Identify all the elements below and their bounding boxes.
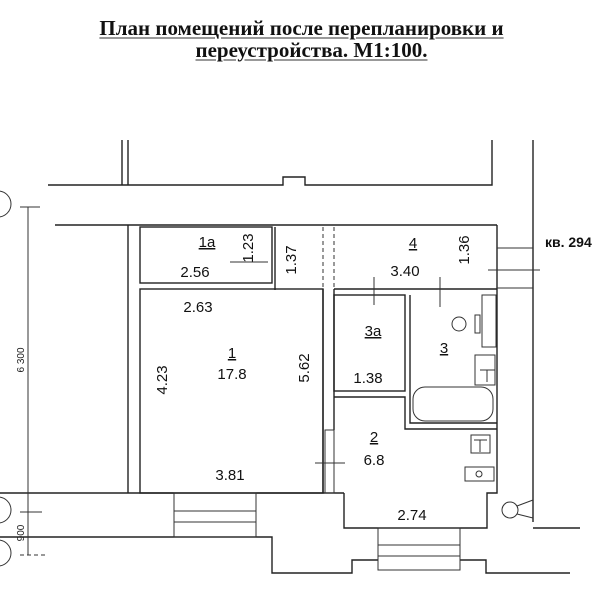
- room-3a-area: 1.38: [353, 370, 382, 387]
- room-3a-number: 3а: [365, 323, 382, 340]
- door: [324, 429, 335, 494]
- room-4-number: 4: [409, 235, 417, 252]
- room-1a-number: 1а: [199, 234, 216, 251]
- toilet-icon: [451, 316, 467, 332]
- dim-900: 900: [16, 524, 27, 541]
- room-3: [409, 295, 497, 424]
- kitchen-sink-icon: [464, 466, 495, 482]
- room-1a-side: 1.37: [283, 245, 300, 274]
- neighbor-apartment-label: кв. 294: [545, 234, 592, 250]
- axis-marker: [0, 190, 12, 218]
- room-1-top: 2.63: [183, 299, 212, 316]
- room-1-bottom: 3.81: [215, 467, 244, 484]
- room-1-area: 17.8: [217, 366, 246, 383]
- room-1-right: 5.62: [296, 353, 313, 382]
- riser-icon: [501, 501, 519, 519]
- axis-dimensions: 6 300 900: [0, 190, 45, 567]
- room-1-left: 4.23: [154, 365, 171, 394]
- entrance-steps: [173, 492, 461, 571]
- bathtub-icon: [412, 386, 494, 422]
- plan-title-line2: переустройства. М1:100.: [195, 38, 428, 62]
- dim-6300: 6 300: [16, 347, 27, 372]
- room-3a: [333, 294, 406, 392]
- room-1a: [139, 226, 273, 284]
- room-2-number: 2: [370, 429, 378, 446]
- room-3-number: 3: [440, 340, 448, 357]
- room-1-number: 1: [228, 345, 236, 362]
- building-walls: [0, 140, 580, 574]
- room-1a-depth: 1.23: [240, 233, 257, 262]
- room-1a-width: 2.56: [180, 264, 209, 281]
- plan-title-line1: План помещений после перепланировки и: [99, 16, 504, 40]
- stove-icon: [470, 434, 491, 454]
- room-2-bottom: 2.74: [397, 507, 426, 524]
- room-4-depth: 1.36: [456, 235, 473, 264]
- room-2-area: 6.8: [364, 452, 385, 469]
- room-4-width: 3.40: [390, 263, 419, 280]
